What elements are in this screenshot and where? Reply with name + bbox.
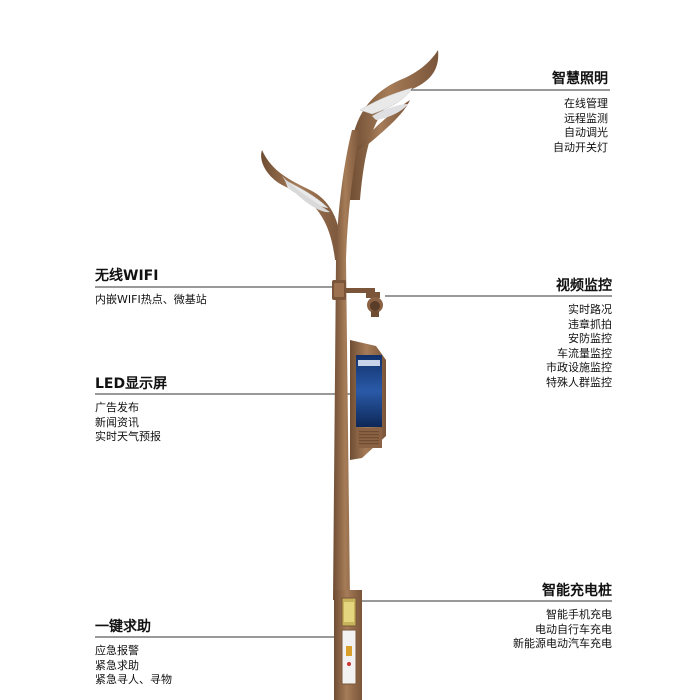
base-cabinet xyxy=(334,590,362,700)
callout-charging-pile: 智能充电桩 智能手机充电 电动自行车充电 新能源电动汽车充电 xyxy=(513,582,612,652)
callout-video-surveillance: 视频监控 实时路况 违章抓拍 安防监控 车流量监控 市政设施监控 特殊人群监控 xyxy=(546,277,612,390)
sos-panel xyxy=(341,629,357,685)
feature-item: 实时路况 xyxy=(568,303,612,316)
feature-title-video: 视频监控 xyxy=(556,278,612,294)
feature-item: 紧急寻人、寻物 xyxy=(95,673,172,686)
wifi-module xyxy=(332,280,346,300)
callout-one-key-help: 一键求助 应急报警 紧急求助 紧急寻人、寻物 xyxy=(95,618,172,688)
led-display-housing xyxy=(350,340,386,460)
feature-item: 应急报警 xyxy=(95,644,139,657)
feature-title-led: LED显示屏 xyxy=(95,376,168,392)
feature-item: 市政设施监控 xyxy=(546,361,612,374)
feature-item: 新闻资讯 xyxy=(95,415,139,429)
feature-item: 车流量监控 xyxy=(557,346,612,360)
pole-shaft xyxy=(333,130,360,600)
feature-item: 内嵌WIFI热点、微基站 xyxy=(95,293,207,306)
feature-item: 智能手机充电 xyxy=(546,608,612,621)
feature-item: 安防监控 xyxy=(568,332,612,345)
feature-title-wifi: 无线WIFI xyxy=(95,268,159,284)
leader-lines xyxy=(95,89,612,638)
callout-smart-lighting: 智慧照明 在线管理 远程监测 自动调光 自动开关灯 xyxy=(552,70,608,155)
feature-item: 紧急求助 xyxy=(95,658,139,672)
feature-title-lighting: 智慧照明 xyxy=(552,71,608,87)
camera-unit xyxy=(345,288,383,317)
feature-title-charging: 智能充电桩 xyxy=(542,583,612,599)
led-screen xyxy=(356,355,382,427)
callout-wifi: 无线WIFI 内嵌WIFI热点、微基站 xyxy=(95,267,207,308)
feature-item: 违章抓拍 xyxy=(568,317,612,331)
feature-title-sos: 一键求助 xyxy=(95,619,151,635)
feature-item: 新能源电动汽车充电 xyxy=(513,637,612,650)
feature-item: 实时天气预报 xyxy=(95,430,161,443)
callout-led-display: LED显示屏 广告发布 新闻资讯 实时天气预报 xyxy=(95,375,167,445)
feature-item: 自动开关灯 xyxy=(553,140,608,154)
feature-item: 特殊人群监控 xyxy=(546,375,612,389)
feature-item: 广告发布 xyxy=(95,401,139,414)
feature-item: 远程监测 xyxy=(564,111,608,125)
feature-item: 在线管理 xyxy=(564,97,608,110)
lamp-head-left xyxy=(261,150,342,260)
lamp-head-upper xyxy=(348,50,439,200)
feature-item: 电动自行车充电 xyxy=(535,622,612,636)
feature-item: 自动调光 xyxy=(564,126,608,139)
